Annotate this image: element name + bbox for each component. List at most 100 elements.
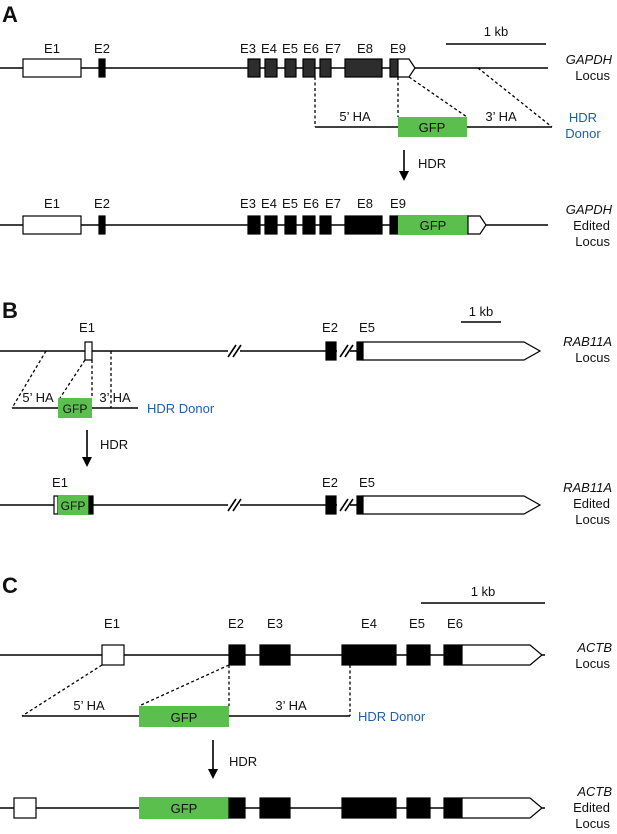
panel-b-break-mark [227,344,237,358]
panel-a-exon-label-e8: E8 [357,41,373,56]
panel-a-edited-label-e8: E8 [357,196,373,211]
panel-b-exon-e2 [325,341,337,361]
panel-b-edited-exon-e1-end [88,495,94,515]
panel-c-gene-name: ACTB [576,640,612,655]
panel-a-edited-locus-label: Locus [575,234,610,249]
panel-b-edited-label-e2: E2 [322,475,338,490]
panel-b-donor-dash [59,359,86,399]
panel-a-edited-exon-e1 [22,215,82,235]
panel-c-edited-utr-arrow [461,797,543,819]
panel-a-exon-e3 [247,58,261,78]
panel-c-exon-label-e3: E3 [267,616,283,631]
panel-c-edited-locus-label: Locus [575,816,610,831]
panel-c-exon-label-e1: E1 [104,616,120,631]
panel-b-edited-exon-e2 [325,495,337,515]
panel-b-letter: B [2,298,18,323]
panel-b-edited-break-mark [232,498,242,512]
panel-b-gene-name: RAB11A [563,334,612,349]
panel-b-edited-break-mark [227,498,237,512]
panel-a-donor-gfp-label: GFP [419,120,446,135]
panel-c-donor-dash [21,664,103,717]
panel-c-scale-label: 1 kb [471,584,496,599]
panel-c: C 1 kb E1 E2 E3 E4 E5 E6 ACTB Locus GFP … [0,573,612,831]
panel-a-exon-label-e4: E4 [261,41,277,56]
panel-c-exon-label-e2: E2 [228,616,244,631]
panel-c-exon-label-e5: E5 [409,616,425,631]
panel-c-3ha-label: 3’ HA [275,698,307,713]
panel-b-donor-gfp-label: GFP [63,402,88,416]
panel-c-exon-label-e6: E6 [447,616,463,631]
panel-b-edited-gfp-label: GFP [61,499,86,513]
panel-a-edited-gene-name: GAPDH [566,202,613,217]
panel-a-edited-exon-e7 [319,215,332,235]
panel-b-scale-label: 1 kb [469,304,494,319]
panel-c-edited-exon-e4 [341,797,397,819]
panel-c-donor-gfp-label: GFP [171,710,198,725]
panel-a-locus-label: Locus [575,68,610,83]
panel-a-exon-e7 [319,58,332,78]
panel-a-exon-e9 [389,58,399,78]
panel-b-edited-gene-name: RAB11A [563,480,612,495]
panel-a-edited-label-e3: E3 [240,196,256,211]
panel-c-edited-gfp-label: GFP [171,801,198,816]
panel-b-edited-label-e5: E5 [359,475,375,490]
panel-c-exon-e2 [228,644,246,666]
panel-a: A 1 kb E1 E2 E3 E4 E5 E6 E7 E8 E9 GAPDH … [0,2,613,249]
panel-c-exon-e5 [406,644,431,666]
panel-b-locus-label: Locus [575,350,610,365]
panel-a-edited-gfp [398,215,468,235]
panel-a-exon-label-e9: E9 [390,41,406,56]
panel-b-break-mark [339,344,349,358]
panel-a-exon-e1 [22,58,82,78]
panel-b-exon-e1 [84,341,93,361]
panel-b-edited-exon-e5 [356,495,364,515]
panel-a-hdr-label: HDR [418,156,446,171]
panel-a-exon-label-e3: E3 [240,41,256,56]
panel-b-donor-gfp [58,398,92,418]
panel-a-edited-exon-e9 [389,215,399,235]
panel-b-edited-locus-label: Locus [575,512,610,527]
panel-a-donor-gfp [398,117,467,137]
panel-b-donor-label: HDR Donor [147,401,215,416]
panel-c-locus-label: Locus [575,656,610,671]
panel-c-exon-e3 [259,644,291,666]
panel-c-exon-e6 [443,644,463,666]
panel-a-exon-e2 [98,58,106,78]
panel-a-edited-gfp-label: GFP [420,218,447,233]
panel-a-edited-exon-e4 [264,215,278,235]
panel-b-edited-label: Edited [573,496,610,511]
panel-a-edited-label-e5: E5 [282,196,298,211]
panel-c-letter: C [2,573,18,598]
panel-c-edited-exon-e3 [259,797,291,819]
panel-b-exon-label-e2: E2 [322,320,338,335]
panel-c-edited-label: Edited [573,800,610,815]
panel-c-edited-exon-e6 [443,797,463,819]
panel-a-edited-exon-e3 [247,215,261,235]
panel-b-3ha-label: 3’ HA [99,390,131,405]
panel-b-break-mark [344,344,354,358]
panel-a-utr-arrow [397,58,416,78]
panel-b-edited-exon-e1-start [53,495,59,515]
panel-a-edited-label-e1: E1 [44,196,60,211]
panel-a-exon-label-e6: E6 [303,41,319,56]
panel-a-donor-label-1: HDR [569,110,597,125]
panel-a-scale-label: 1 kb [484,24,509,39]
panel-a-edited-label-e9: E9 [390,196,406,211]
panel-a-3ha-label: 3’ HA [485,109,517,124]
panel-b-exon-label-e1: E1 [79,320,95,335]
panel-a-letter: A [2,2,18,27]
panel-b-break-mark [232,344,242,358]
panel-c-5ha-label: 5’ HA [73,698,105,713]
panel-b-edited-break-mark [344,498,354,512]
panel-a-exon-label-e7: E7 [325,41,341,56]
panel-a-edited-label: Edited [573,218,610,233]
panel-a-exon-label-e5: E5 [282,41,298,56]
panel-b-edited-utr-arrow [362,495,542,515]
panel-c-edited-gfp [139,797,229,819]
panel-a-gene-name: GAPDH [566,52,613,67]
panel-b-utr-arrow [362,341,542,361]
panel-a-5ha-label: 5’ HA [339,109,371,124]
panel-a-edited-exon-e8 [344,215,383,235]
panel-c-hdr-label: HDR [229,754,257,769]
